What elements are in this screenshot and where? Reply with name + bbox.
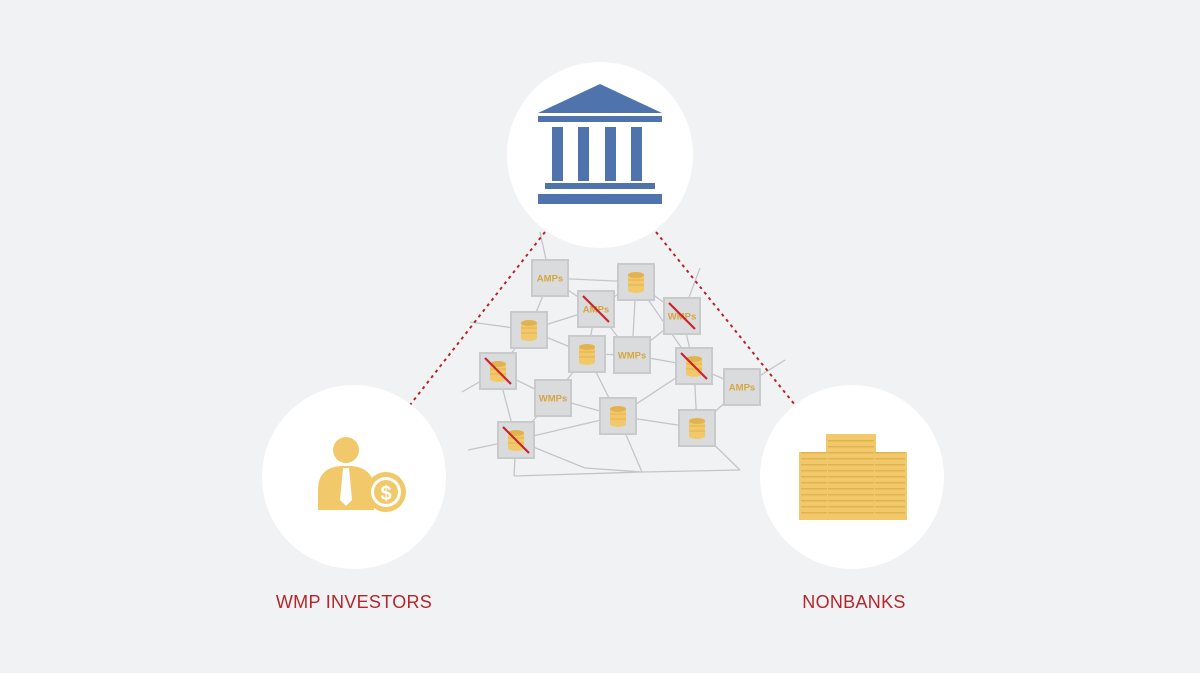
building-window-stripe (828, 452, 874, 454)
building-window-stripe (875, 458, 905, 460)
network-node-box (678, 409, 716, 447)
building-window-stripe (875, 482, 905, 484)
network-node-box (723, 368, 761, 406)
network-node-box (613, 336, 651, 374)
wmp-investors-label: WMP INVESTORS (275, 592, 433, 612)
building-window-stripe (801, 488, 827, 490)
network-node-box (534, 379, 572, 417)
building-window-stripe (801, 452, 827, 454)
network-nodes: AMPsAMPsWMPsWMPsWMPsAMPs (479, 259, 761, 459)
coin-stack-icon (579, 344, 595, 365)
building-window-stripe (801, 500, 827, 502)
bank-icon (538, 84, 662, 204)
building-window-stripe (828, 512, 874, 514)
coin-stack-icon (628, 272, 644, 293)
coin-stack-node (479, 352, 517, 390)
building-window-stripe (828, 470, 874, 472)
building-window-stripe (828, 494, 874, 496)
dotted-connector-right (655, 231, 796, 406)
coin-stack-node (617, 263, 655, 301)
building-window-stripe (828, 482, 874, 484)
building-window-stripe (828, 476, 874, 478)
building-window-stripe (801, 458, 827, 460)
network-node-label: WMPs (539, 394, 568, 405)
product-node: AMPs (723, 368, 761, 406)
building-window-stripe (875, 500, 905, 502)
building-window-stripe (875, 476, 905, 478)
coin-stack-node (599, 397, 637, 435)
building-window-stripe (801, 476, 827, 478)
nonbanks-label: NONBANKS (802, 592, 906, 612)
coin-stack-node (510, 311, 548, 349)
coin-stack-icon (689, 418, 705, 439)
network-edge (641, 469, 741, 473)
building-window-stripe (801, 494, 827, 496)
building-window-stripe (875, 452, 905, 454)
office-buildings-icon (799, 434, 907, 520)
building-window-stripe (828, 506, 874, 508)
building-window-stripe (875, 470, 905, 472)
product-node: AMPs (577, 290, 615, 328)
building-window-stripe (875, 512, 905, 514)
dollar-sign: $ (380, 483, 391, 505)
network-node-box (510, 311, 548, 349)
building-window-stripe (828, 500, 874, 502)
product-node: AMPs (531, 259, 569, 297)
product-node: WMPs (613, 336, 651, 374)
building-window-stripe (801, 470, 827, 472)
coin-stack-node (678, 409, 716, 447)
strike-through-mark (680, 352, 708, 380)
coin-stack-node (568, 335, 606, 373)
network-node-box (531, 259, 569, 297)
dotted-connectors (409, 231, 796, 406)
dotted-connector-left (409, 231, 546, 406)
product-node: WMPs (663, 297, 701, 335)
network-node-label: WMPs (618, 351, 647, 362)
building-window-stripe (875, 464, 905, 466)
building-window-stripe (828, 464, 874, 466)
building-window-stripe (801, 506, 827, 508)
strike-through-mark (484, 357, 512, 385)
strike-through-mark (668, 302, 696, 330)
coin-stack-node (675, 347, 713, 385)
building-window-stripe (875, 494, 905, 496)
coin-stack-icon (521, 320, 537, 341)
building-window-stripe (828, 440, 874, 442)
building-window-stripe (828, 488, 874, 490)
building-window-stripe (828, 458, 874, 460)
coin-stack-node (497, 421, 535, 459)
building-window-stripe (875, 506, 905, 508)
product-node: WMPs (534, 379, 572, 417)
building-window-stripe (801, 482, 827, 484)
building-window-stripe (828, 446, 874, 448)
building-window-stripe (801, 464, 827, 466)
strike-through-mark (502, 426, 530, 454)
network-edge (584, 467, 643, 473)
network-node-label: AMPs (729, 383, 755, 394)
building-window-stripe (875, 488, 905, 490)
network-node-label: AMPs (537, 274, 563, 285)
coin-stack-icon (610, 406, 626, 427)
building-window-stripe (801, 512, 827, 514)
strike-through-mark (582, 295, 610, 323)
investor-dollar-icon: $ (318, 437, 406, 512)
network-edge (513, 471, 643, 477)
